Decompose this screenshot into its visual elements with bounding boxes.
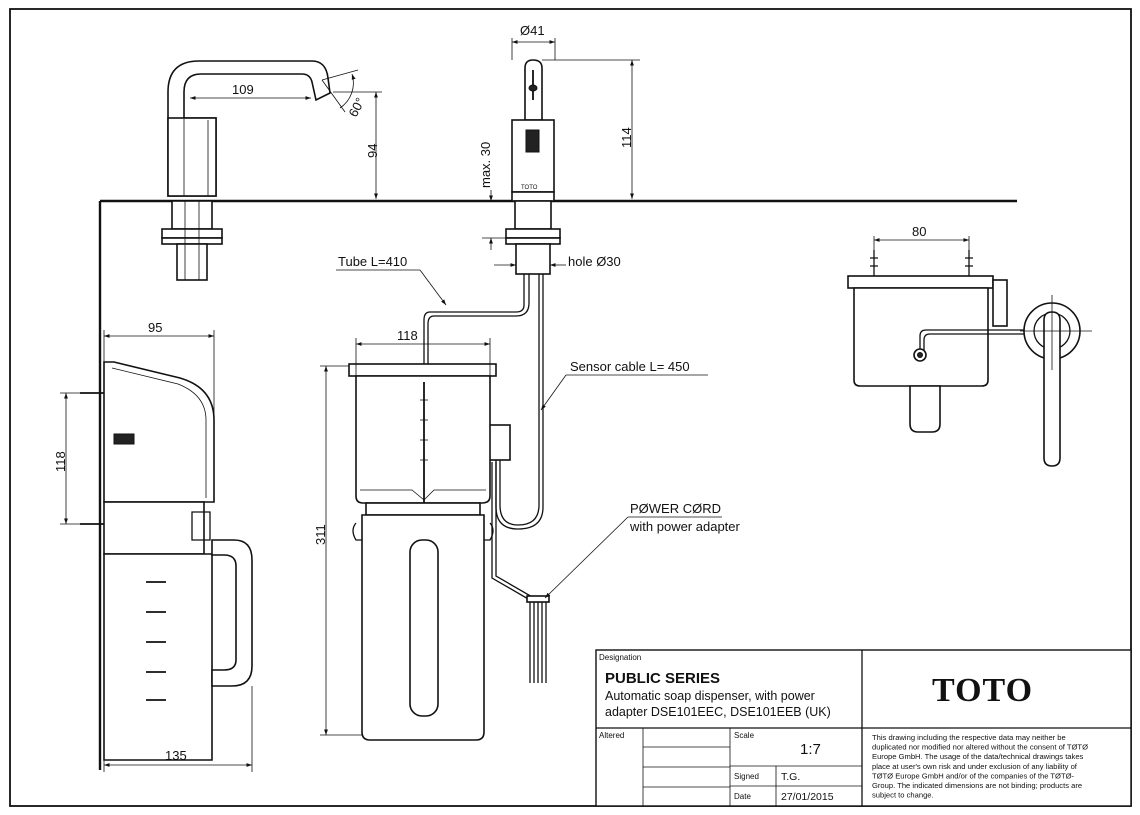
- drawing-subtitle-line-1: Automatic soap dispenser, with power: [605, 689, 815, 703]
- plan-view: [847, 250, 1092, 467]
- dim-118-side: 118: [53, 451, 68, 472]
- disclaimer-line: TØTØ Europe GmbH and/or of the companies…: [872, 771, 1074, 780]
- faucet-brand-mark: TOTO: [521, 185, 538, 191]
- side-view-spout: [161, 60, 331, 281]
- signed-value: T.G.: [781, 771, 800, 783]
- side-view-tank: [80, 361, 253, 761]
- dim-135: 135: [165, 748, 187, 763]
- hoses-and-cables: [423, 274, 550, 683]
- label-power-cord: PØWER CØRD: [630, 501, 721, 516]
- designation-label: Designation: [599, 653, 641, 662]
- scale-label: Scale: [734, 731, 755, 740]
- disclaimer-line: subject to change.: [872, 791, 934, 800]
- sheet-border: [9, 8, 1132, 807]
- signed-label: Signed: [734, 772, 759, 781]
- label-sensor-cable: Sensor cable L= 450: [570, 359, 690, 374]
- disclaimer-text: This drawing including the respective da…: [872, 733, 1088, 800]
- disclaimer-line: This drawing including the respective da…: [872, 733, 1066, 742]
- dim-diameter-41: Ø41: [520, 23, 545, 38]
- toto-logo: TOTO: [932, 672, 1033, 709]
- label-power-adapter: with power adapter: [629, 519, 741, 534]
- dim-95: 95: [148, 320, 162, 335]
- date-label: Date: [734, 792, 751, 801]
- drawing-title: PUBLIC SERIES: [605, 670, 720, 687]
- dim-94: 94: [365, 144, 380, 158]
- altered-label: Altered: [599, 731, 624, 740]
- label-hole-30: hole Ø30: [568, 254, 621, 269]
- dim-109: 109: [232, 82, 254, 97]
- front-view-tank: [348, 363, 497, 741]
- dim-80: 80: [912, 224, 926, 239]
- disclaimer-line: Europe GmbH. The usage of the data/techn…: [872, 752, 1084, 761]
- scale-value: 1:7: [800, 741, 821, 758]
- disclaimer-line: Group. The indicated dimensions are not …: [872, 781, 1082, 790]
- dim-118-tank: 118: [397, 328, 418, 343]
- title-block: [595, 649, 1132, 807]
- date-value: 27/01/2015: [781, 791, 834, 803]
- front-view-spout: TOTO: [505, 59, 561, 275]
- countertop: [98, 199, 1017, 770]
- disclaimer-line: place at user's own risk and under exclu…: [872, 762, 1078, 771]
- dim-114: 114: [619, 127, 634, 148]
- dim-311: 311: [313, 524, 328, 545]
- drawing-subtitle-line-2: adapter DSE101EEC, DSE101EEB (UK): [605, 705, 831, 719]
- dim-max-30: max. 30: [478, 142, 493, 188]
- label-tube-length: Tube L=410: [338, 254, 407, 269]
- disclaimer-line: duplicated nor modified nor altered with…: [872, 743, 1088, 752]
